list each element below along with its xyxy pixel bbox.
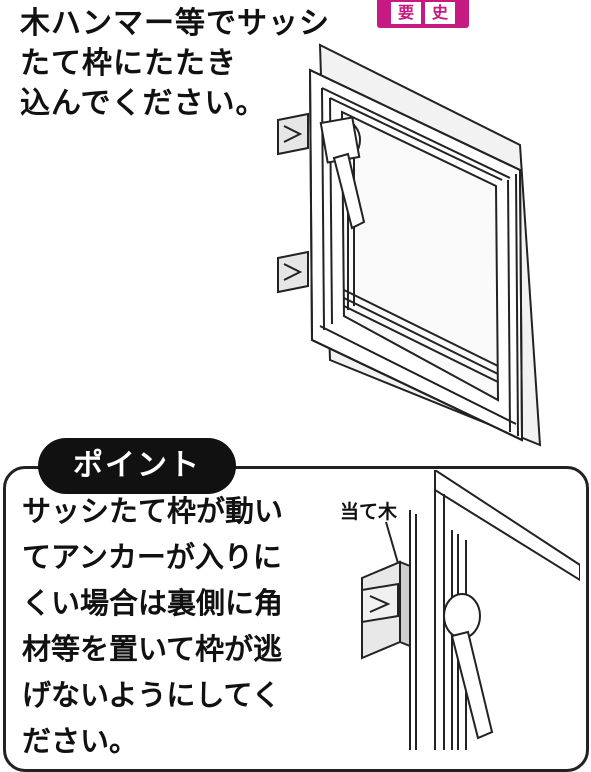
sash-frame-illustration — [277, 43, 542, 447]
point-line-1: サッシたて枠が動い — [22, 494, 284, 528]
instruction-line-3: 込んでください。 — [20, 86, 267, 121]
point-line-5: げないようにしてく — [22, 678, 281, 712]
point-text: サッシたて枠が動い てアンカーが入りに くい場合は裏側に角 材等を置いて枠が逃 … — [22, 488, 322, 764]
backing-wood-illustration — [361, 470, 580, 750]
point-line-3: くい場合は裏側に角 — [22, 586, 284, 620]
instruction-text: 木ハンマー等でサッシ たて枠にたたき 込んでください。 — [20, 4, 340, 124]
point-line-2: てアンカーが入りに — [22, 540, 282, 574]
instruction-line-1: 木ハンマー等でサッシ — [20, 6, 330, 41]
point-line-4: 材等を置いて枠が逃 — [22, 632, 283, 666]
backing-wood-label: 当て木 — [340, 501, 398, 523]
badge-char-1: 要 — [391, 2, 421, 24]
point-label: ポイント — [38, 438, 236, 494]
point-line-6: ださい。 — [22, 724, 139, 758]
instruction-line-2: たて枠にたたき — [20, 46, 237, 81]
badge-char-2: 史 — [425, 2, 455, 24]
important-badge: 要 史 — [377, 0, 469, 28]
